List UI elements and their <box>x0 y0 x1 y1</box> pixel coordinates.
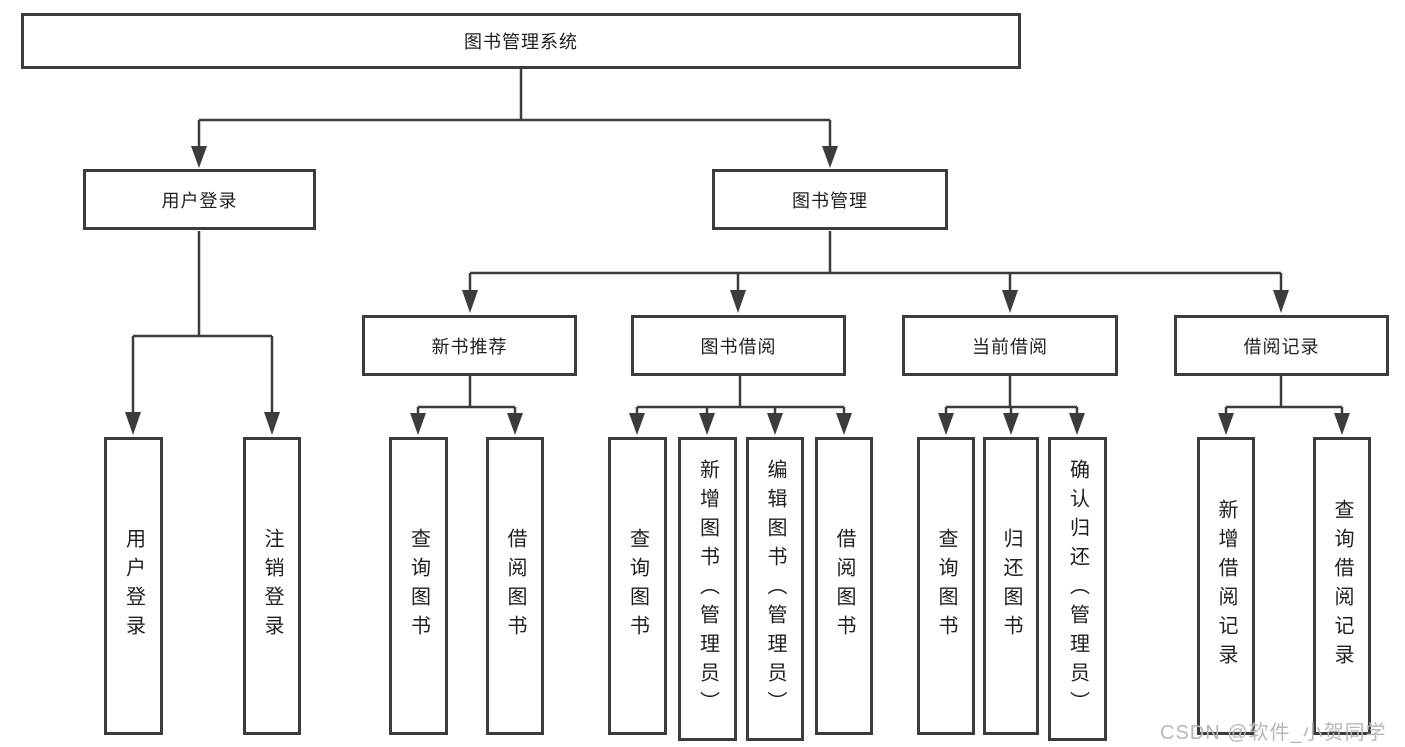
leaf-newrec-query-book-label: 查询图书 <box>407 528 430 644</box>
edge-root-to-level2 <box>197 69 832 149</box>
leaf-newrec-query-book: 查询图书 <box>389 437 448 735</box>
node-current-borrow-label: 当前借阅 <box>972 336 1048 357</box>
leaf-confirm-return-admin-label: 确认归还（管理员） <box>1066 458 1089 720</box>
leaf-current-query-book: 查询图书 <box>917 437 975 735</box>
edge-newbookrec-to-leaves <box>416 376 517 415</box>
leaf-add-book-admin-label: 新增图书（管理员） <box>696 458 719 720</box>
node-book-management-label: 图书管理 <box>792 190 868 211</box>
edge-bookmgmt-to-level3 <box>468 231 1283 292</box>
leaf-newrec-borrow-book-label: 借阅图书 <box>504 528 526 644</box>
leaf-current-query-book-label: 查询图书 <box>935 528 957 644</box>
leaf-borrow-borrow-book: 借阅图书 <box>815 437 873 735</box>
edge-userlogin-to-leaves <box>131 231 274 414</box>
node-book-borrow-label: 图书借阅 <box>700 336 777 357</box>
leaf-add-borrow-record-label: 新增借阅记录 <box>1215 499 1237 673</box>
edge-bookborrow-to-leaves <box>635 376 846 415</box>
leaf-add-book-admin: 新增图书（管理员） <box>678 437 737 741</box>
leaf-return-book: 归还图书 <box>983 437 1039 735</box>
leaf-add-borrow-record: 新增借阅记录 <box>1197 437 1255 735</box>
node-borrow-record-label: 借阅记录 <box>1243 336 1320 357</box>
leaf-query-borrow-record: 查询借阅记录 <box>1313 437 1371 735</box>
node-new-book-recommend-label: 新书推荐 <box>431 336 508 357</box>
leaf-return-book-label: 归还图书 <box>1000 528 1022 644</box>
node-root-system-label: 图书管理系统 <box>464 32 578 52</box>
node-current-borrow: 当前借阅 <box>902 315 1118 376</box>
leaf-user-login: 用户登录 <box>104 437 163 735</box>
leaf-logout-label: 注销登录 <box>261 528 283 644</box>
leaf-query-borrow-record-label: 查询借阅记录 <box>1331 499 1353 673</box>
leaf-borrow-query-book-label: 查询图书 <box>626 528 649 644</box>
leaf-edit-book-admin: 编辑图书（管理员） <box>746 437 804 741</box>
node-borrow-record: 借阅记录 <box>1174 315 1389 376</box>
leaf-edit-book-admin-label: 编辑图书（管理员） <box>764 458 786 720</box>
node-new-book-recommend: 新书推荐 <box>362 315 577 376</box>
edge-borrowrecord-to-leaves <box>1224 376 1344 415</box>
node-root-system: 图书管理系统 <box>21 13 1021 69</box>
leaf-user-login-label: 用户登录 <box>122 528 145 644</box>
leaf-confirm-return-admin: 确认归还（管理员） <box>1048 437 1107 741</box>
node-book-management: 图书管理 <box>712 169 948 230</box>
node-user-login: 用户登录 <box>83 169 316 230</box>
leaf-borrow-borrow-book-label: 借阅图书 <box>833 528 855 644</box>
leaf-newrec-borrow-book: 借阅图书 <box>486 437 544 735</box>
edge-currentborrow-to-leaves <box>944 376 1079 415</box>
csdn-watermark: CSDN @软件_小贺同学 <box>1160 722 1387 744</box>
node-user-login-label: 用户登录 <box>161 190 238 211</box>
arrowheads <box>125 146 1350 435</box>
node-book-borrow: 图书借阅 <box>631 315 846 376</box>
leaf-borrow-query-book: 查询图书 <box>608 437 667 735</box>
leaf-logout: 注销登录 <box>243 437 301 735</box>
